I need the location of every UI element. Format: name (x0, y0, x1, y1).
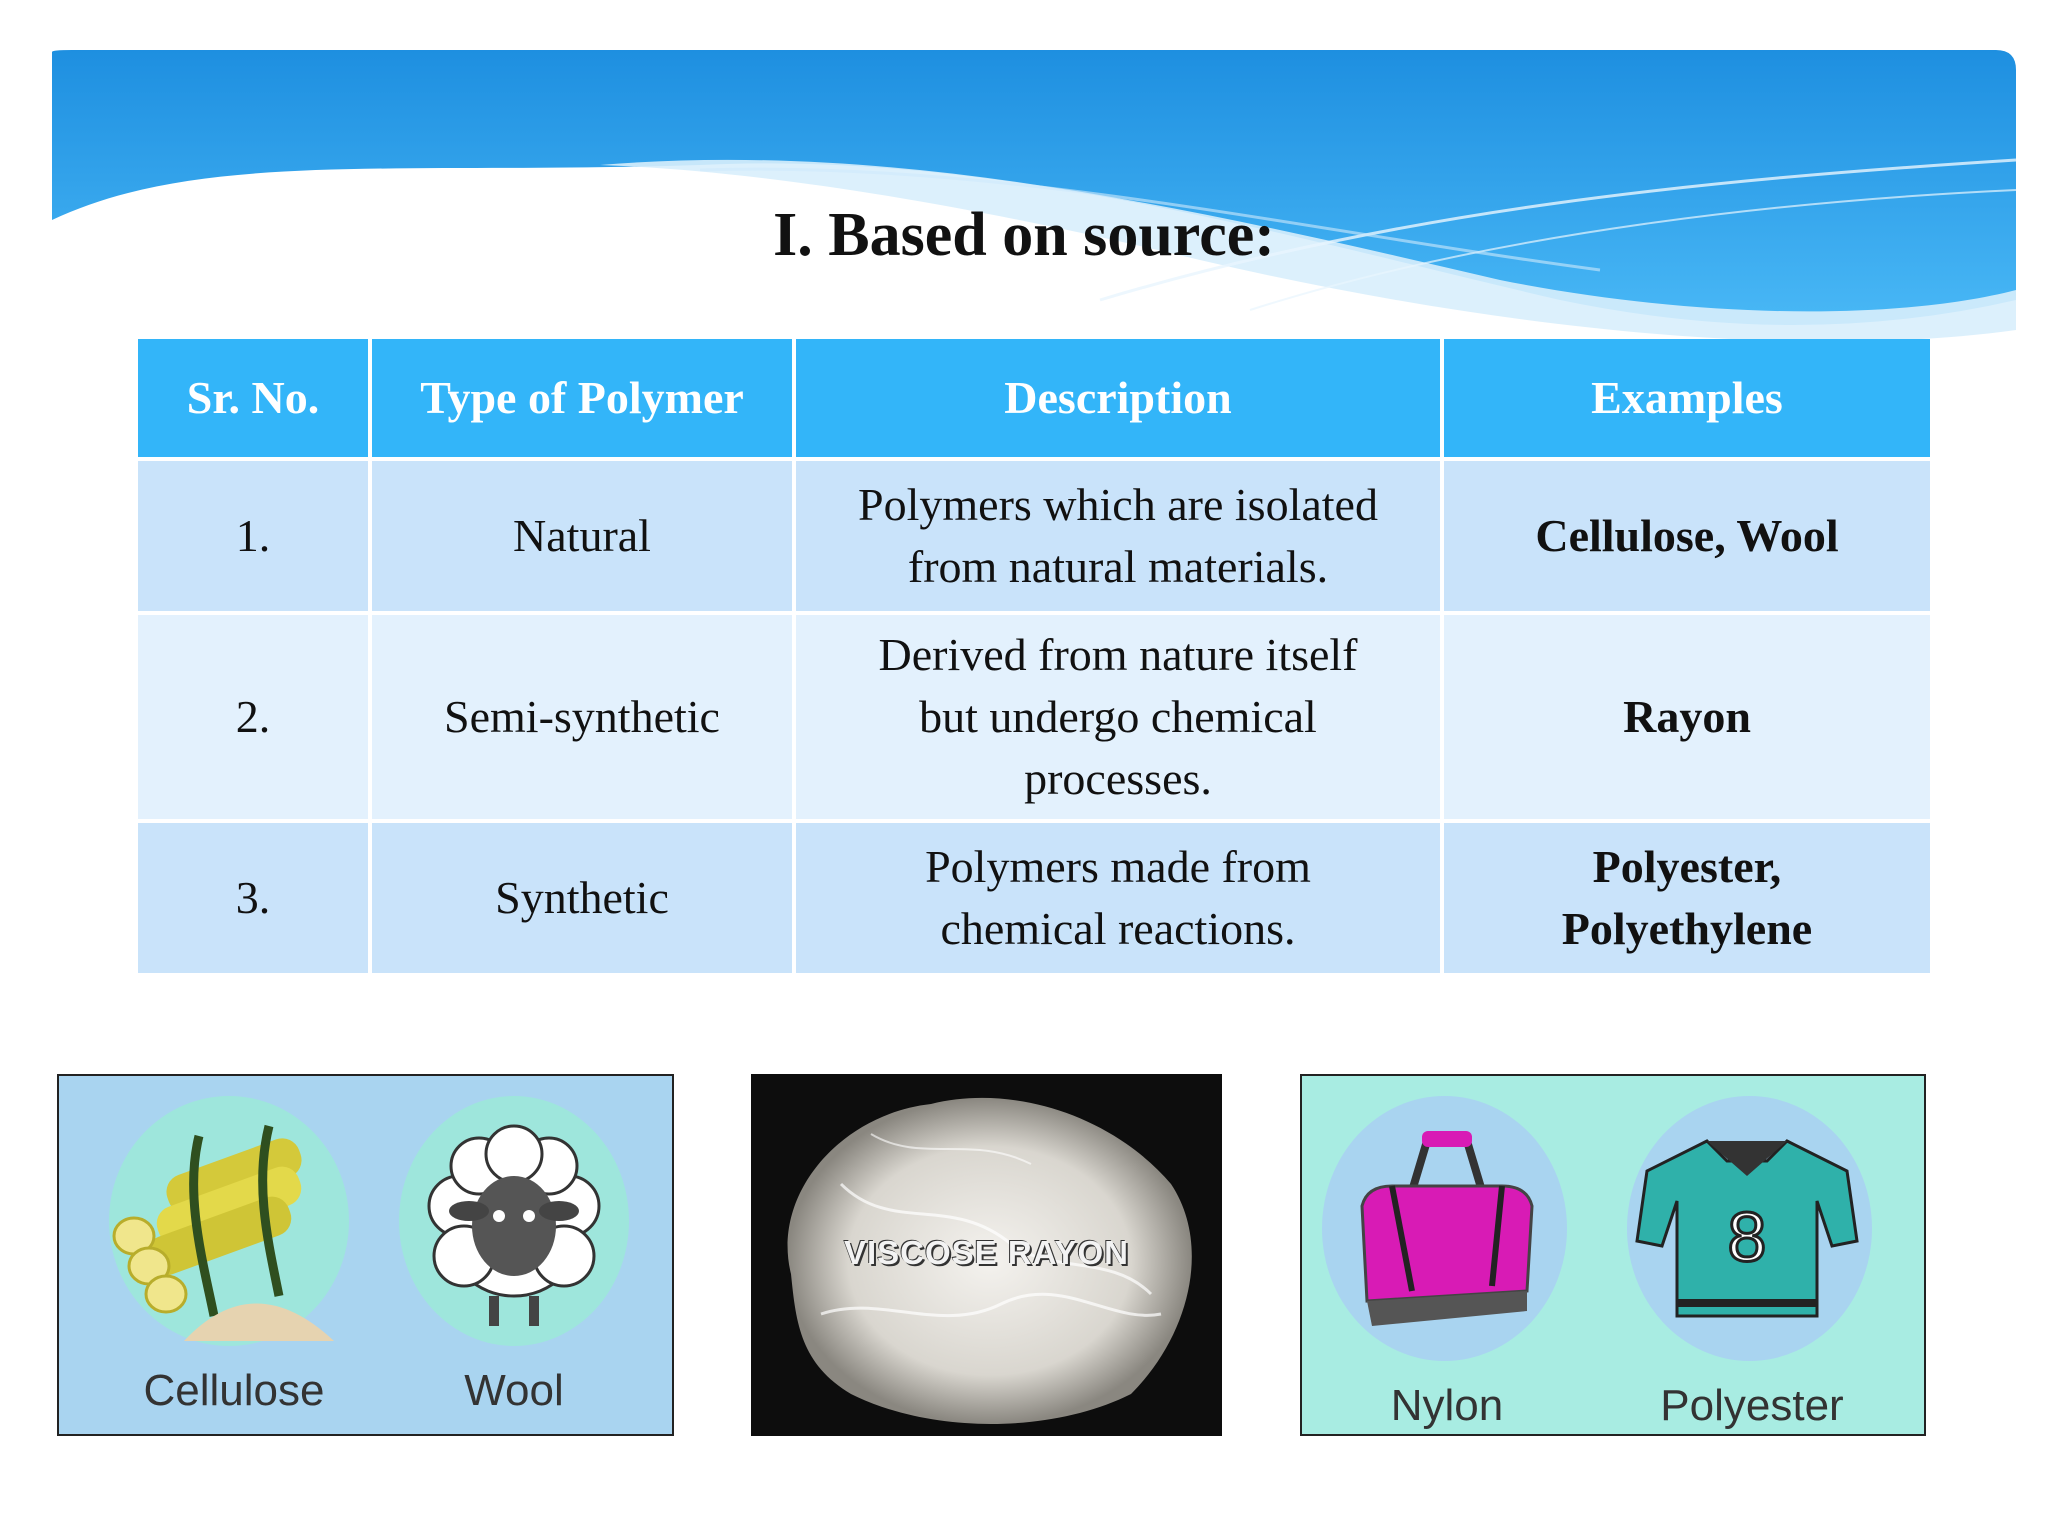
cell-type: Natural (372, 461, 792, 611)
synthetic-polymers-image: 8 Nylon Polyester (1300, 1074, 1926, 1436)
cell-examples: Cellulose, Wool (1444, 461, 1930, 611)
fiber-tuft-icon (787, 1097, 1192, 1424)
table-row: 3. Synthetic Polymers made from chemical… (138, 823, 1930, 973)
cell-type: Semi-synthetic (372, 615, 792, 819)
examples-line: Rayon (1623, 691, 1751, 742)
header-description: Description (796, 339, 1440, 457)
bag-icon (1360, 1131, 1534, 1326)
wool-caption: Wool (464, 1366, 564, 1415)
cell-sr: 3. (138, 823, 368, 973)
header-type: Type of Polymer (372, 339, 792, 457)
polyester-caption: Polyester (1660, 1381, 1844, 1430)
description-line: processes. (1024, 753, 1212, 804)
description-line: Polymers which are isolated (858, 479, 1378, 530)
cell-description: Polymers made from chemical reactions. (796, 823, 1440, 973)
cell-examples: Rayon (1444, 615, 1930, 819)
cell-description: Derived from nature itself but undergo c… (796, 615, 1440, 819)
slide-title: I. Based on source: (773, 201, 1275, 269)
header-sr-no: Sr. No. (138, 339, 368, 457)
viscose-rayon-label: VISCOSE RAYON (843, 1234, 1130, 1271)
description-line: Polymers made from (925, 841, 1311, 892)
table-row: 2. Semi-synthetic Derived from nature it… (138, 615, 1930, 819)
natural-polymers-image: Cellulose Wool (57, 1074, 674, 1436)
header-examples: Examples (1444, 339, 1930, 457)
description-line: Derived from nature itself (878, 629, 1358, 680)
jersey-number: 8 (1728, 1198, 1767, 1276)
nylon-caption: Nylon (1390, 1381, 1504, 1430)
sugarcane-icon (112, 1124, 334, 1341)
cell-type: Synthetic (372, 823, 792, 973)
viscose-rayon-image: VISCOSE RAYON (751, 1074, 1222, 1436)
table-row: 1. Natural Polymers which are isolated f… (138, 461, 1930, 611)
description-line: from natural materials. (907, 541, 1329, 592)
cell-sr: 2. (138, 615, 368, 819)
examples-line: Cellulose, Wool (1535, 510, 1839, 561)
cellulose-caption: Cellulose (143, 1366, 325, 1415)
examples-line: Polyester, (1592, 841, 1782, 892)
polymer-table: Sr. No. Type of Polymer Description Exam… (134, 335, 1934, 977)
table-header-row: Sr. No. Type of Polymer Description Exam… (138, 339, 1930, 457)
cell-examples: Polyester, Polyethylene (1444, 823, 1930, 973)
header-wave-banner (52, 50, 2017, 340)
description-line: chemical reactions. (940, 903, 1296, 954)
examples-line: Polyethylene (1561, 903, 1813, 954)
cell-description: Polymers which are isolated from natural… (796, 461, 1440, 611)
jersey-icon: 8 (1635, 1139, 1859, 1318)
cell-sr: 1. (138, 461, 368, 611)
sheep-icon (427, 1124, 601, 1326)
description-line: but undergo chemical (919, 691, 1317, 742)
